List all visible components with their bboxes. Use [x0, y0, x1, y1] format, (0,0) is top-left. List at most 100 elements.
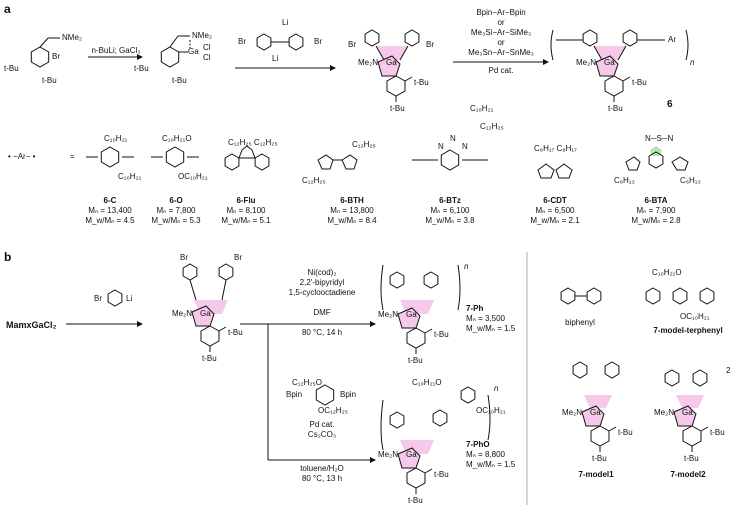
coupling-cat: Pd cat.: [488, 66, 514, 75]
sub-o-bottom: OC₁₀H₂₁: [178, 172, 208, 181]
model2-sub: 2: [726, 366, 731, 375]
pho-condition: toluene/H₂O: [300, 464, 344, 473]
sub-c-top: C₁₀H₂₁: [104, 134, 128, 143]
int1-tbu-left: t-Bu: [134, 64, 149, 73]
monomer-b-tbu-bottom: t-Bu: [202, 354, 217, 363]
sub-bta-left: C₆H₁₃: [614, 176, 635, 185]
start-mamxgacl2: MamxGaCl₂: [6, 320, 57, 330]
polymer-name: 6-CDT: [543, 196, 567, 205]
dilithio-br-left: Br: [238, 37, 246, 46]
ar-units: [86, 145, 689, 179]
int1-tbu-bottom: t-Bu: [172, 76, 187, 85]
sub-cdt: C₈H₁₇ C₈H₁₇: [534, 144, 577, 153]
coupling-line2: Me₃Si−Ar−SiMe₃: [470, 28, 532, 37]
reagent-br: Br: [94, 294, 102, 303]
model1-tbu-right: t-Bu: [618, 428, 633, 437]
ph-mn: Mₙ = 3,500: [466, 314, 505, 323]
model1-me2n: Me₂N: [562, 408, 582, 417]
polymer-6-tbu-bottom: t-Bu: [608, 104, 623, 113]
monomer-a: [364, 29, 420, 103]
sub-o-top: C₁₀H₂₁O: [162, 134, 192, 143]
polymer-6c: 6-C Mₙ = 13,400 M_w/Mₙ = 4.5: [82, 196, 138, 226]
polymer-name: 6-Flu: [236, 196, 256, 205]
ph-condition: 1,5-cyclooctadiene: [288, 288, 356, 297]
model2-tbu-bottom: t-Bu: [684, 454, 699, 463]
monomer-a-ga: Ga: [386, 58, 397, 67]
sub-bta-right: C₆H₁₃: [680, 176, 701, 185]
polymer-6bth: 6-BTH Mₙ = 13,800 M_w/Mₙ = 8.4: [322, 196, 382, 226]
sub-btz-n2: N: [438, 142, 444, 151]
polymer-6: [550, 29, 689, 103]
monomer-b-br-left: Br: [180, 253, 188, 262]
ph-condition: 80 °C, 14 h: [301, 328, 343, 337]
model1-ga: Ga: [590, 408, 601, 417]
model2-ga: Ga: [682, 408, 693, 417]
polymer-mw: M_w/Mₙ = 8.4: [327, 216, 377, 225]
dilithio-biphenyl: [256, 33, 304, 51]
ph-condition: DMF: [313, 308, 331, 317]
monomer-b-me2n: Me₂N: [172, 309, 192, 318]
sm-tbu-bottom: t-Bu: [42, 76, 57, 85]
ph-condition: 2,2'-bipyridyl: [299, 278, 345, 287]
model-terphenyl: 7-model-terphenyl: [653, 326, 723, 335]
panel-b-label: b: [4, 250, 12, 264]
pho-top: C₁₀H₂₁O: [412, 378, 442, 387]
int-gacl2: [160, 35, 191, 68]
polymer-name: 6-C: [103, 196, 117, 205]
polymer-name: 6-BTz: [439, 196, 461, 205]
int1-cl1: Cl: [203, 43, 211, 52]
ph-mw: M_w/Mₙ = 1.5: [466, 324, 516, 333]
pho-condition: Pd cat.: [309, 420, 335, 429]
polymer-6-tbu-right: t-Bu: [632, 78, 647, 87]
monomer-b-tbu-right: t-Bu: [228, 328, 243, 337]
sub-btz-n3: N: [462, 142, 468, 151]
polymer-mn: Mₙ = 8,100: [226, 206, 266, 215]
pho-n: n: [494, 384, 499, 393]
monomer-a-tbu-right: t-Bu: [414, 78, 429, 87]
ar-definition: • −Ar− •: [8, 152, 36, 161]
polymer-name: 6-BTH: [340, 196, 364, 205]
sm-aryl-bromide: [30, 37, 60, 68]
pho-reagent-left: Bpin: [286, 390, 303, 399]
polymer-6-ar: Ar: [668, 35, 676, 44]
ph-product-data: 7-Ph Mₙ = 3,500 M_w/Mₙ = 1.5: [466, 304, 515, 334]
model2-tbu-right: t-Bu: [710, 428, 725, 437]
model2-me2n: Me₂N: [654, 408, 674, 417]
pho-ga: Ga: [406, 450, 417, 459]
model-biphenyl: biphenyl: [565, 318, 595, 327]
polymer-mn: Mₙ = 7,900: [636, 206, 676, 215]
polymer-mn: Mₙ = 7,800: [156, 206, 196, 215]
monomer-a-me2n: Me₂N: [358, 58, 378, 67]
terphenyl-bottom: OC₁₀H₂₁: [680, 312, 710, 321]
monomer-a-tbu-bottom: t-Bu: [390, 104, 405, 113]
diboronate-reagent: [315, 384, 335, 406]
polymer-mw: M_w/Mₙ = 4.5: [85, 216, 135, 225]
coupling-or2: or: [497, 38, 505, 47]
pho-name: 7-PhO: [466, 440, 490, 449]
dilithio-li-top: Li: [282, 18, 289, 27]
sm-tbu-left: t-Bu: [4, 64, 19, 73]
ph-name: 7-Ph: [466, 304, 484, 313]
model-structures: [560, 287, 715, 453]
monomer-b: [182, 263, 234, 353]
int1-ga: Ga: [188, 47, 199, 56]
polymer-mn: Mₙ = 13,800: [330, 206, 374, 215]
sub-flu: C₁₂H₂₅ C₁₂H₂₅: [228, 138, 278, 147]
model2-name: 7-model2: [670, 470, 706, 479]
polymer-name: 6-BTA: [644, 196, 668, 205]
pho-product-data: 7-PhO Mₙ = 8,800 M_w/Mₙ = 1.5: [466, 440, 515, 470]
polymer-6flu: 6-Flu Mₙ = 8,100 M_w/Mₙ = 5.1: [218, 196, 274, 226]
dilithio-br-right: Br: [314, 37, 322, 46]
pho-condition: 80 °C, 13 h: [301, 474, 343, 483]
coupling-line3: Me₃Sn−Ar−SnMe₃: [468, 48, 534, 57]
monomer-a-br-left: Br: [348, 40, 356, 49]
polymer-6cdt: 6-CDT Mₙ = 6,500 M_w/Mₙ = 2.1: [527, 196, 583, 226]
polymer-mw: M_w/Mₙ = 3.8: [425, 216, 475, 225]
model1-tbu-bottom: t-Bu: [592, 454, 607, 463]
sub-btz-top: C₁₀H₂₁: [470, 104, 494, 113]
polymer-mn: Mₙ = 13,400: [88, 206, 132, 215]
pho-reagent-bottom: OC₁₂H₂₅: [318, 406, 348, 415]
model1-name: 7-model1: [578, 470, 614, 479]
pho-mn: Mₙ = 8,800: [466, 450, 505, 459]
equals-sign: =: [70, 152, 75, 161]
